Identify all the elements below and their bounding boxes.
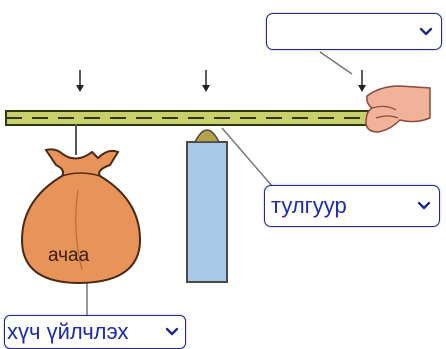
fulcrum-dropdown-value: тулгуур	[271, 193, 347, 218]
hand-icon	[365, 85, 431, 133]
fulcrum-knob	[193, 129, 221, 143]
force-dropdown-value: хүч үйлчлэх	[7, 319, 129, 344]
top-dropdown[interactable]	[266, 13, 442, 50]
down-arrow-icon	[202, 70, 210, 92]
chevron-down-icon	[165, 327, 179, 336]
down-arrow-icon	[76, 70, 84, 92]
chevron-down-icon	[417, 201, 431, 210]
top-dropdown-pointer-line	[319, 51, 353, 75]
lever-beam	[5, 110, 369, 126]
force-dropdown[interactable]: хүч үйлчлэх	[4, 315, 186, 349]
chevron-down-icon	[419, 27, 433, 35]
load-sack	[20, 148, 142, 285]
down-arrow-icon	[358, 70, 366, 92]
fulcrum-pillar	[186, 141, 228, 283]
fulcrum-dropdown[interactable]: тулгуур	[264, 185, 440, 227]
load-label: ачаа	[48, 245, 90, 266]
fulcrum-pointer-line	[221, 127, 273, 187]
